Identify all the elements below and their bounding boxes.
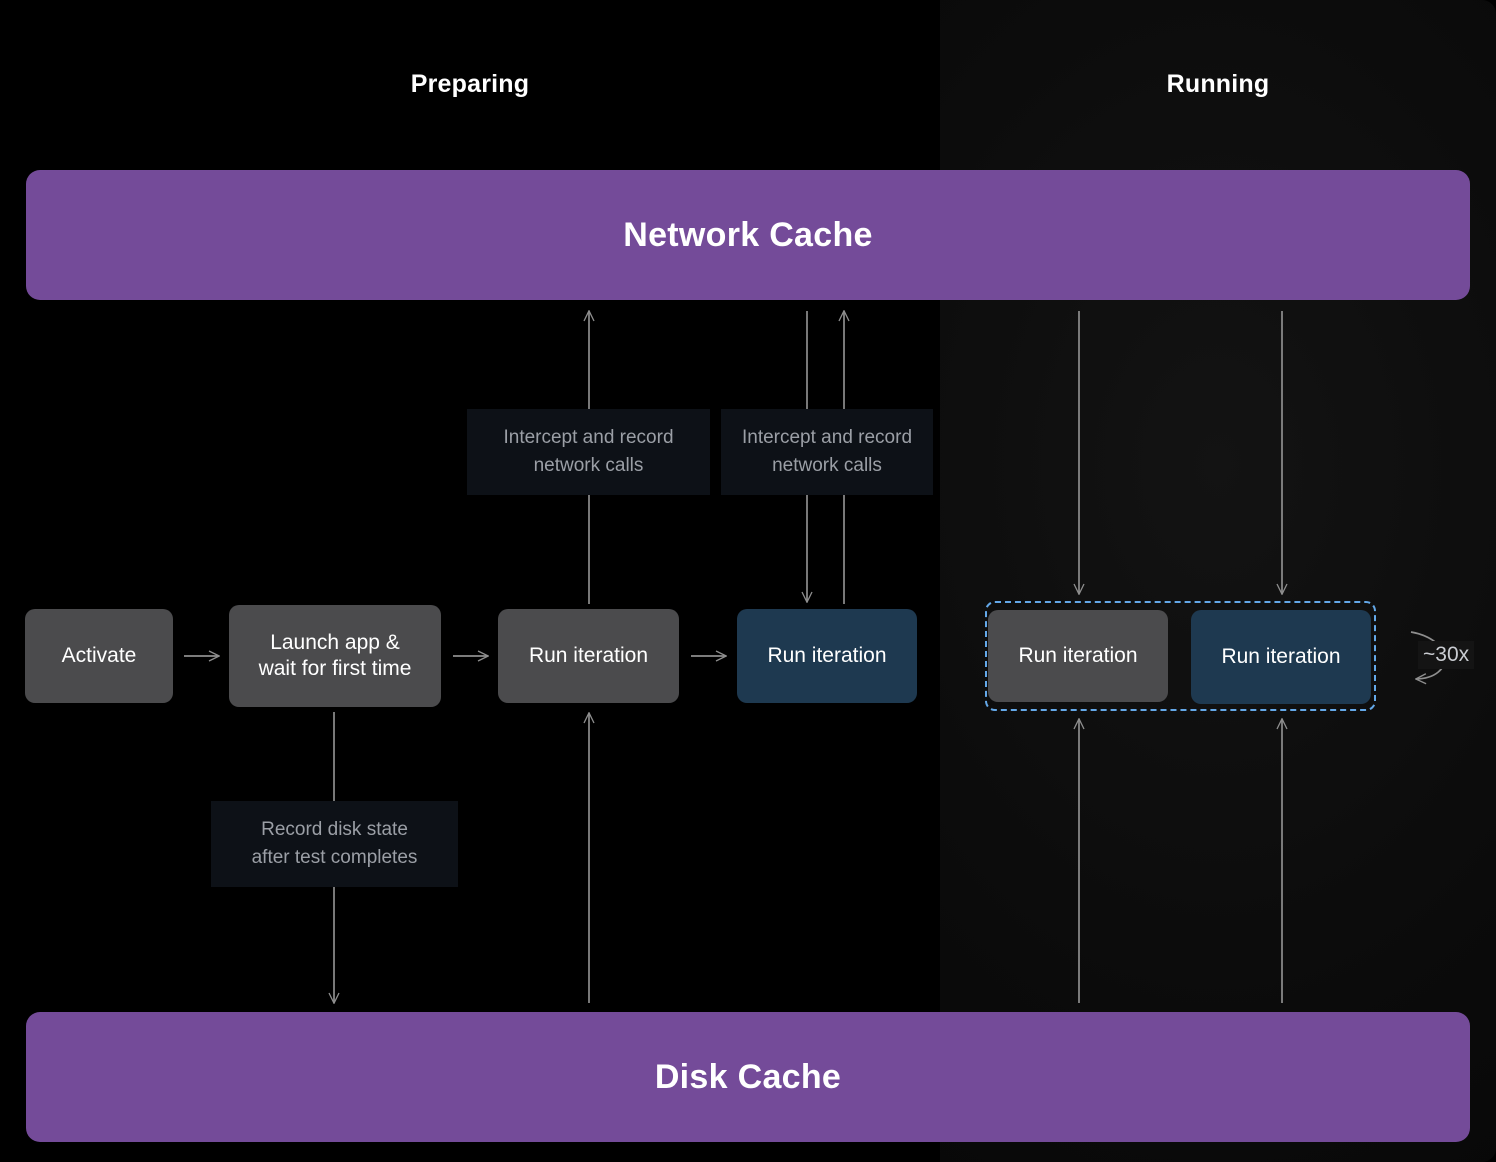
column-heading-preparing: Preparing bbox=[410, 70, 530, 98]
process-box-run-iteration-4[interactable]: Run iteration bbox=[1191, 610, 1371, 704]
loop-count-label: ~30x bbox=[1418, 641, 1475, 669]
process-box-run-iteration-3[interactable]: Run iteration bbox=[988, 610, 1168, 702]
process-box-launch-app[interactable]: Launch app &wait for first time bbox=[229, 605, 441, 707]
loop-region-dashed-outline bbox=[985, 601, 1376, 711]
process-box-activate[interactable]: Activate bbox=[25, 609, 173, 703]
network-cache-bar: Network Cache bbox=[26, 170, 1470, 300]
process-box-run-iteration-2[interactable]: Run iteration bbox=[737, 609, 917, 703]
process-box-run-iteration-1[interactable]: Run iteration bbox=[498, 609, 679, 703]
column-heading-running: Running bbox=[1166, 70, 1270, 98]
disk-cache-bar: Disk Cache bbox=[26, 1012, 1470, 1142]
